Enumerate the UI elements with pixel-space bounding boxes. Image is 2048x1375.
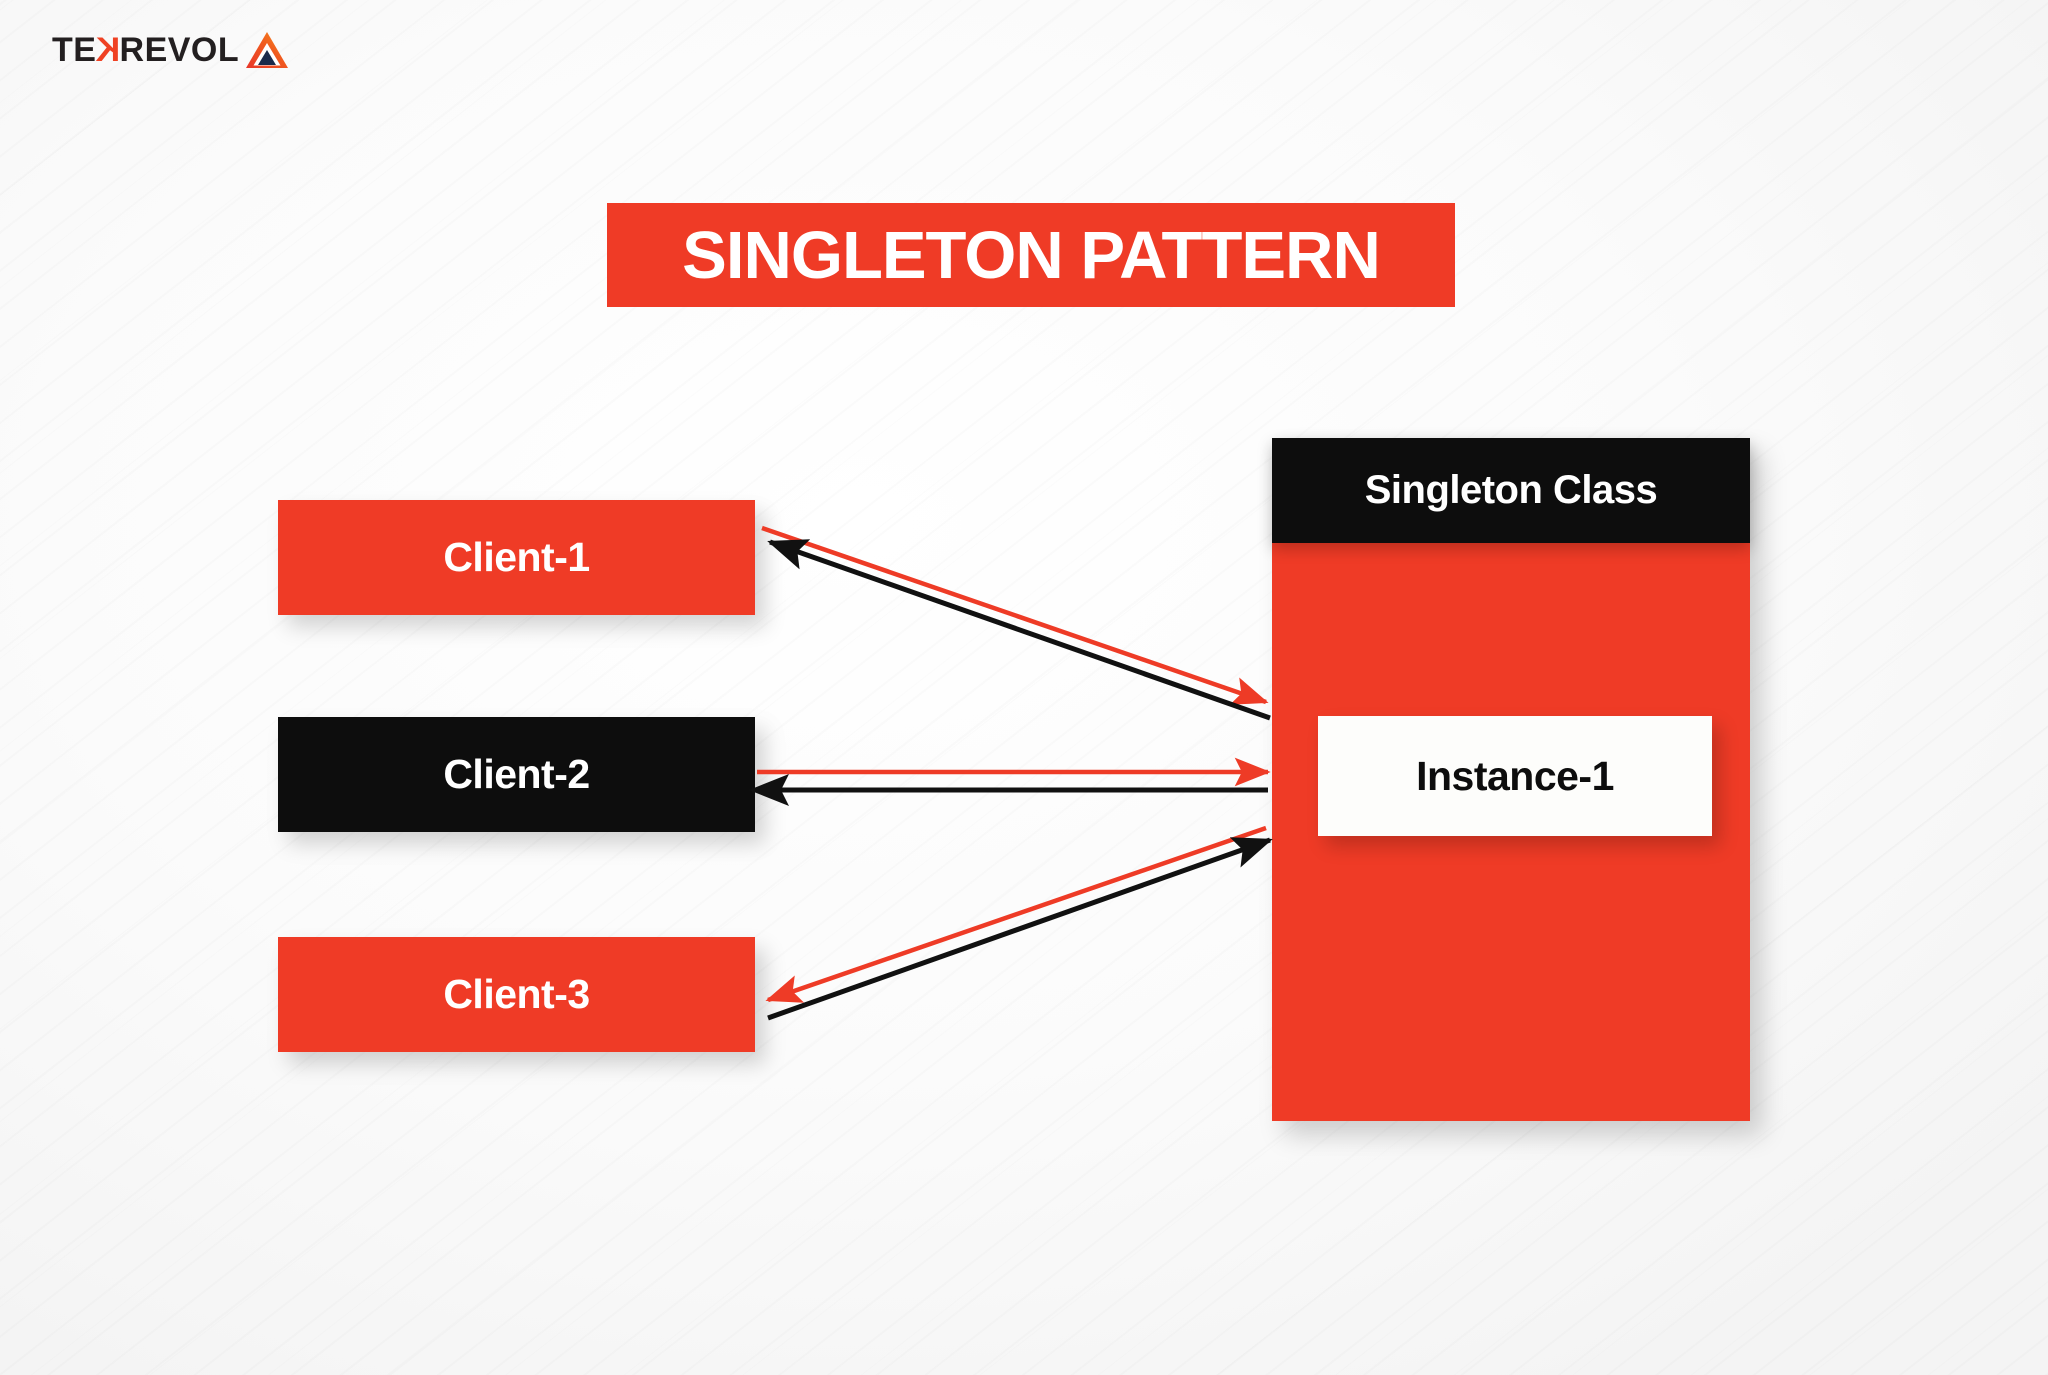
arrow-class-to-client3 [765,825,1267,1003]
instance-box-label: Instance-1 [1416,752,1614,799]
page-title-banner: SINGLETON PATTERN [607,203,1455,307]
page-title: SINGLETON PATTERN [682,217,1381,293]
client-box-2-label: Client-2 [443,751,590,797]
instance-box[interactable]: Instance-1 [1318,716,1712,836]
client-box-1[interactable]: Client-1 [278,500,755,615]
singleton-class-header: Singleton Class [1272,438,1750,543]
client-box-3[interactable]: Client-3 [278,937,755,1052]
brand-logo-text-k: K [95,31,121,69]
arrow-client1-to-class [761,525,1269,705]
singleton-class-header-label: Singleton Class [1364,468,1658,512]
brand-logo-text-b: REVOL [119,31,240,69]
client-box-2[interactable]: Client-2 [278,717,755,832]
tekrevol-triangle-icon [246,32,289,68]
arrow-class-to-client1 [767,539,1271,721]
arrow-client3-to-class [767,837,1273,1021]
singleton-class-box[interactable]: Singleton Class Instance-1 [1272,438,1750,1121]
client-box-3-label: Client-3 [443,971,590,1017]
client-box-1-label: Client-1 [443,534,590,580]
brand-logo-text-a: TE [52,31,97,69]
